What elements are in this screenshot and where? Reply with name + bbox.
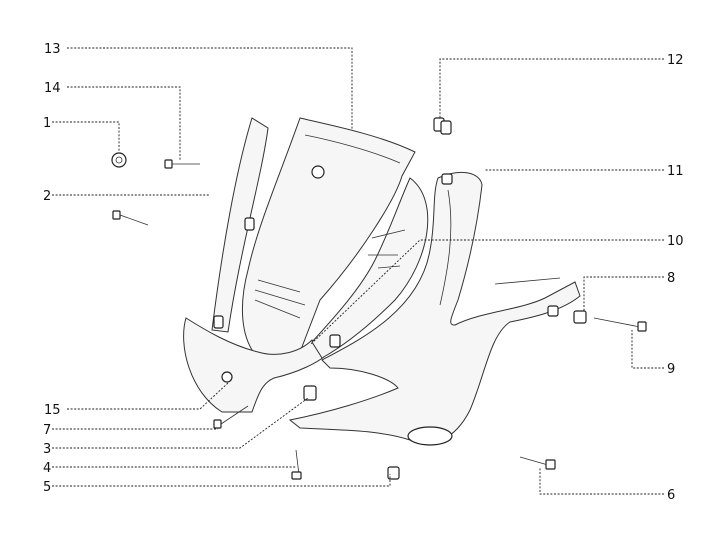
callout-7: 7 <box>43 423 51 438</box>
screw-2 <box>112 210 149 226</box>
clip-3 <box>303 385 317 401</box>
leader-3 <box>52 397 309 449</box>
lower-body-grommet <box>221 371 233 383</box>
callout-4: 4 <box>43 461 51 476</box>
leader-9 <box>631 330 664 369</box>
callout-9: 9 <box>667 362 675 377</box>
leader-13 <box>67 47 353 130</box>
leader-12 <box>439 58 664 118</box>
leader-6 <box>539 468 664 495</box>
screw-9 <box>593 317 647 332</box>
callout-5: 5 <box>43 480 51 495</box>
front-cover-detail <box>439 189 561 306</box>
screw-7 <box>213 405 249 429</box>
callout-2: 2 <box>43 189 51 204</box>
callout-3: 3 <box>43 442 51 457</box>
screw-14 <box>164 159 200 169</box>
screw-6 <box>519 456 556 470</box>
callout-6: 6 <box>667 488 675 503</box>
callout-1: 1 <box>43 116 51 131</box>
cover-vent-opening <box>407 426 453 446</box>
callout-13: 13 <box>44 42 61 57</box>
cover-clip-11 <box>441 173 453 185</box>
leader-8 <box>583 276 664 312</box>
leader-14 <box>67 86 181 160</box>
strip-clip-upper <box>244 217 255 231</box>
lower-front-body-part <box>183 317 326 413</box>
inner-shield-detail <box>368 229 406 269</box>
rubber-grommet-1 <box>111 152 127 168</box>
callout-15: 15 <box>44 403 61 418</box>
clip-nut-12 <box>433 117 452 135</box>
leader-15 <box>67 382 229 410</box>
nut-8 <box>573 310 587 324</box>
callout-12: 12 <box>667 53 684 68</box>
callout-11: 11 <box>667 164 684 179</box>
leader-5 <box>52 474 391 487</box>
inner-shield-part <box>311 177 429 359</box>
callout-8: 8 <box>667 271 675 286</box>
left-side-strip-part <box>211 117 269 333</box>
windshield-grommet <box>311 165 325 179</box>
callout-10: 10 <box>667 234 684 249</box>
strip-clip-lower <box>213 315 224 329</box>
windshield-detail <box>254 134 401 319</box>
inner-shield-clip <box>329 334 341 348</box>
cover-clip-8 <box>547 305 559 317</box>
front-cover-part <box>288 171 581 445</box>
leader-1 <box>52 121 120 152</box>
clip-5 <box>387 466 400 480</box>
callout-14: 14 <box>44 81 61 96</box>
screw-4 <box>291 449 302 480</box>
